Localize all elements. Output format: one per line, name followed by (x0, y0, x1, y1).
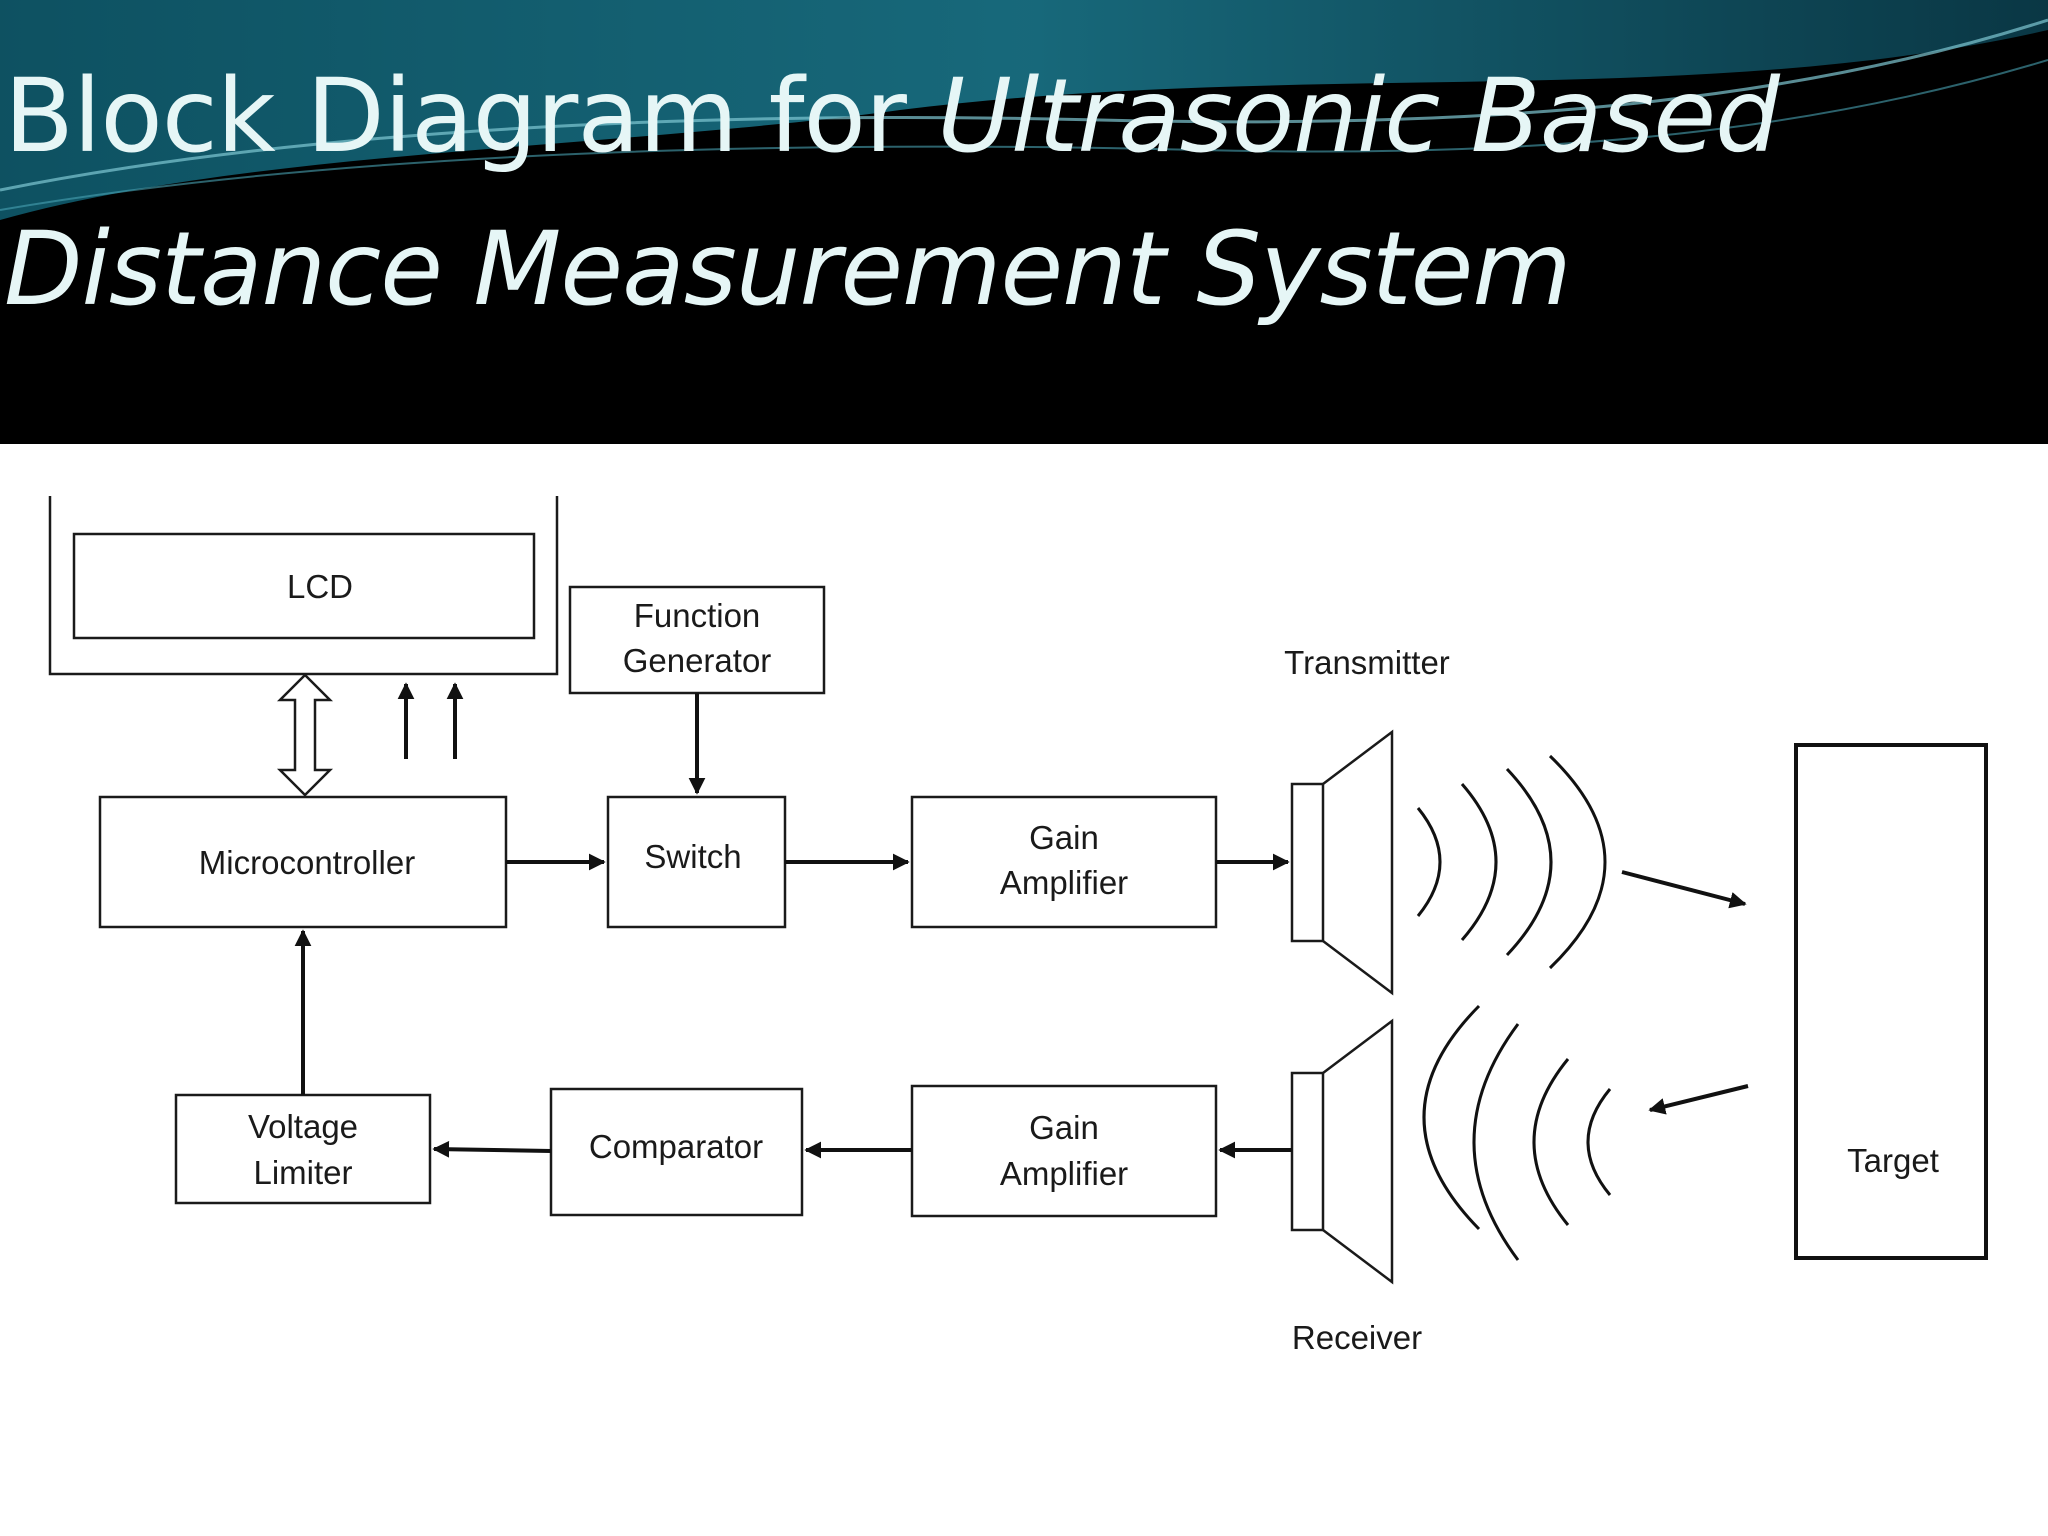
comparator-block: Comparator (549, 1087, 804, 1217)
switch-block: Switch (606, 795, 787, 929)
header-swoosh-decoration (0, 0, 2048, 220)
incoming-sound-waves (1422, 1004, 1612, 1261)
title-plain: Block Diagram for (4, 57, 938, 176)
block-diagram: LCD Function Generator Microcontroller S… (48, 496, 1988, 1356)
arrow-target-echo (1648, 1084, 1749, 1115)
function-generator-label-line2: Generator (623, 642, 772, 679)
receiver-speaker (1290, 1018, 1394, 1285)
voltage-limiter-label-line2: Limiter (253, 1154, 352, 1191)
bidirectional-arrow-lcd-mcu (276, 673, 334, 797)
outgoing-sound-waves (1416, 754, 1607, 970)
gain-amplifier-tx-block: Gain Amplifier (910, 795, 1218, 929)
receiver-label: Receiver (1292, 1319, 1422, 1356)
connection-arrows (294, 682, 1749, 1159)
lcd-label: LCD (287, 568, 353, 605)
arrow-wave-to-target (1621, 870, 1747, 909)
target-label: Target (1847, 1142, 1939, 1179)
gain-amplifier-tx-label-line2: Amplifier (1000, 864, 1128, 901)
voltage-limiter-block: Voltage Limiter (174, 1093, 432, 1205)
microcontroller-block: Microcontroller (98, 795, 508, 929)
gain-amplifier-tx-label-line1: Gain (1029, 819, 1099, 856)
microcontroller-label: Microcontroller (199, 844, 415, 881)
function-generator-label-line1: Function (634, 597, 761, 634)
gain-amplifier-rx-label-line1: Gain (1029, 1109, 1099, 1146)
gain-amplifier-rx-block: Gain Amplifier (910, 1084, 1218, 1218)
arrow-comparator-to-voltage-limiter (432, 1140, 552, 1158)
transmitter-label: Transmitter (1284, 644, 1450, 681)
switch-label: Switch (644, 838, 741, 875)
lcd-block: LCD (72, 532, 536, 640)
function-generator-block: Function Generator (568, 585, 826, 695)
comparator-label: Comparator (589, 1128, 763, 1165)
gain-amplifier-rx-label-line2: Amplifier (1000, 1155, 1128, 1192)
lcd-enclosure (48, 496, 559, 676)
transmitter-speaker (1290, 729, 1394, 996)
target-block: Target (1794, 743, 1988, 1260)
voltage-limiter-label-line1: Voltage (248, 1108, 358, 1145)
title-italic-line1: Ultrasonic Based (937, 57, 1780, 176)
title-italic-line2: Distance Measurement System (4, 210, 1572, 329)
